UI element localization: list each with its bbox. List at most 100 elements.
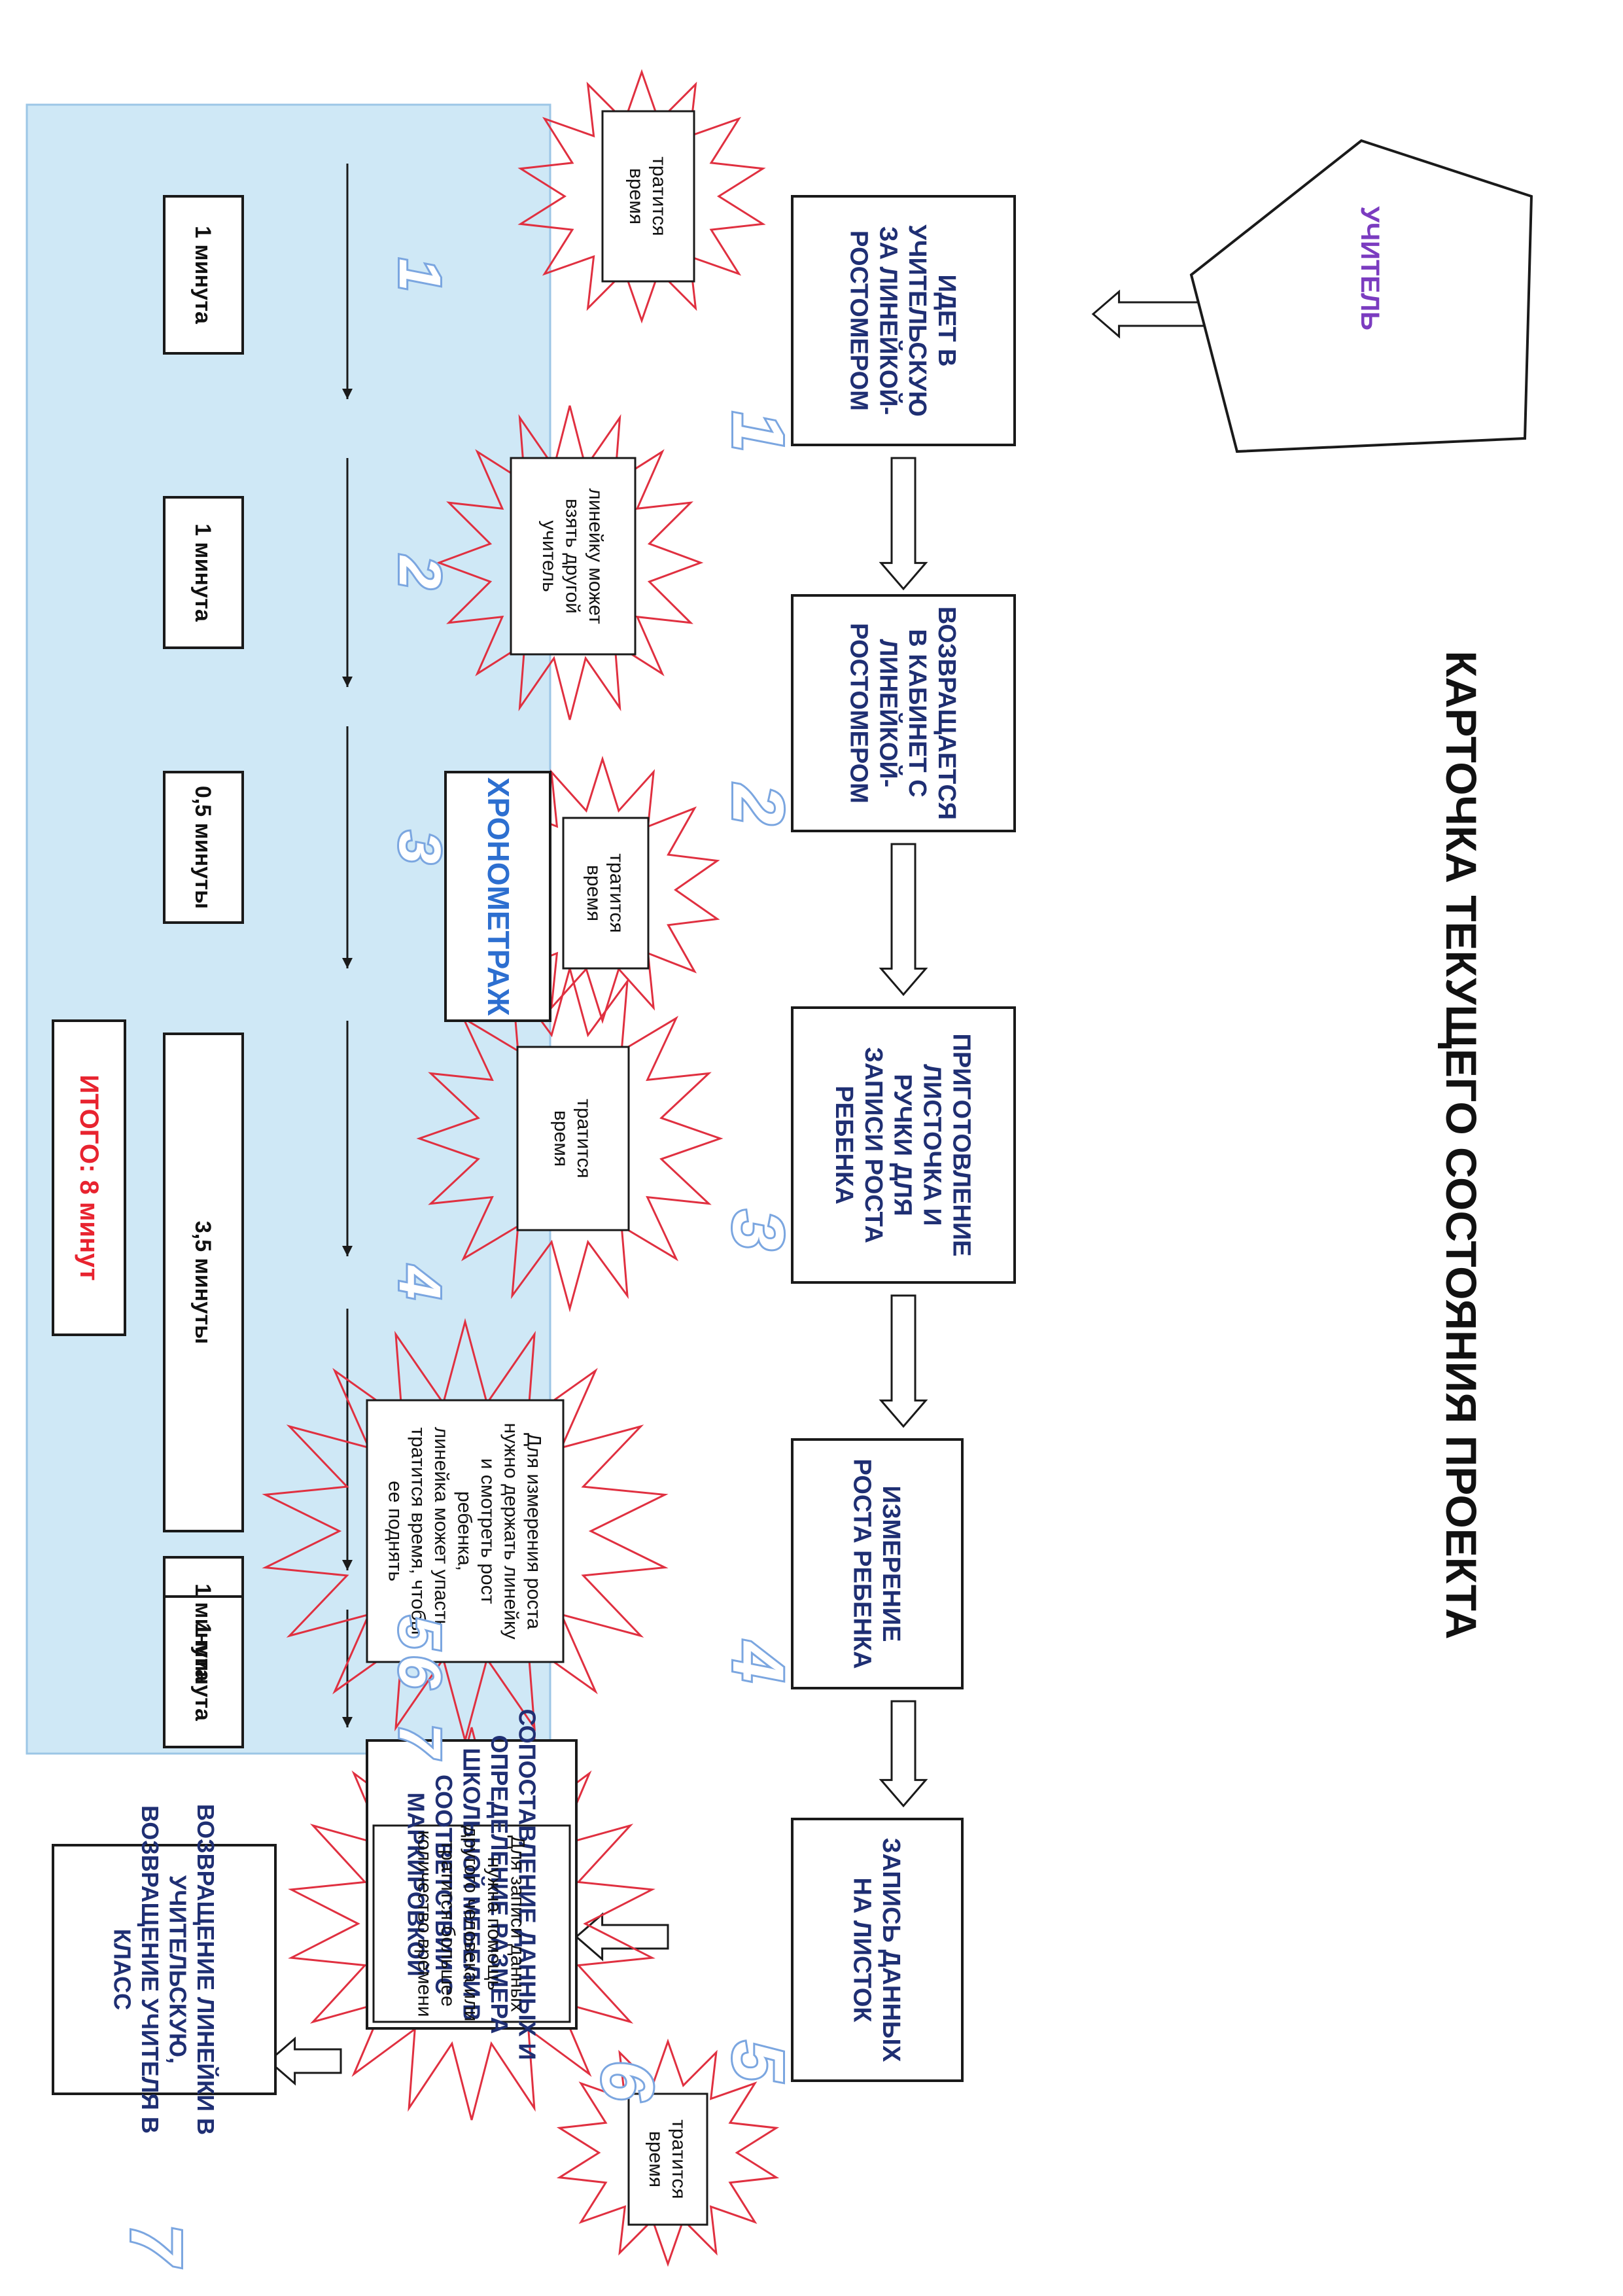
process-step-text-line: РОСТА РЕБЕНКА	[848, 1458, 875, 1669]
duration-box	[163, 195, 244, 355]
process-step-number: 7	[116, 2224, 196, 2267]
process-step-text-line: СООТВЕТСТВИИ С	[430, 1775, 457, 1994]
timeline-arrow-head	[342, 1560, 353, 1570]
process-step-text-line: КЛАСС	[109, 1929, 136, 2010]
flow-arrow-6-7	[267, 2036, 342, 2086]
process-step-number: 5	[718, 2041, 798, 2082]
problem-box	[372, 1824, 571, 2023]
duration-value: 1 минута	[190, 226, 215, 325]
problem-text-line: тратится время, чтобы	[408, 1427, 429, 1634]
problem-text-line: линейка может упасть,	[430, 1427, 452, 1636]
problem-text-line: тратится	[668, 2119, 689, 2199]
process-step-text-line: ЗА ЛИНЕЙКОЙ-	[874, 226, 903, 415]
flow-arrow-1-2	[879, 457, 928, 591]
problem-text-line: тратится	[648, 156, 670, 236]
flow-arrow-3-4	[879, 1294, 928, 1428]
problem-text-line: время	[645, 2131, 667, 2187]
problem-text-line: время	[550, 1110, 572, 1167]
process-step-text-line: ЗАПИСИ РОСТА	[860, 1047, 887, 1243]
total-text: ИТОГО: 8 минут	[75, 1074, 103, 1280]
process-step-text-line: ШКОЛЬНОЙ МЕБЕЛИ В	[458, 1748, 485, 2021]
process-step-box	[791, 195, 1016, 446]
total-box	[52, 1019, 126, 1336]
process-step-box	[791, 1438, 964, 1689]
process-step-box	[791, 594, 1016, 832]
process-step-text-line: РОСТОМЕРОМ	[845, 623, 872, 804]
problem-burst	[517, 69, 766, 324]
duration-box	[163, 771, 244, 924]
problem-box	[516, 1046, 630, 1231]
duration-value: 0,5 минуты	[190, 786, 215, 909]
process-step-number: 2	[718, 783, 798, 824]
timeline-number: 4	[387, 1265, 452, 1299]
process-step-text-line: ЛИНЕЙКОЙ-	[874, 639, 903, 788]
process-step-text-line: НА ЛИСТОК	[848, 1878, 875, 2023]
problem-text-line: Для измерения роста	[523, 1433, 545, 1629]
problem-text-line: ребенка,	[454, 1491, 476, 1571]
process-step-text-line: В КАБИНЕТ С	[903, 629, 931, 797]
duration-box	[163, 1595, 244, 1748]
process-step-box	[52, 1844, 277, 2095]
timeline-number: 7	[387, 1724, 452, 1759]
problem-text-line: другого человека или	[461, 1826, 482, 2021]
timeline-number: 3	[387, 831, 452, 864]
process-step-text-line: МАРКИРОВКОЙ	[402, 1792, 430, 1976]
duration-value: 3,5 минуты	[190, 1221, 215, 1344]
process-step-text-line: ВОЗВРАЩЕНИЕ УЧИТЕЛЯ В	[137, 1805, 164, 2134]
duration-value: 1 минута	[190, 1623, 215, 1722]
process-step-text-line: УЧИТЕЛЬСКУЮ	[903, 224, 931, 417]
problem-text-line: нужна помощь	[483, 1857, 505, 1990]
problem-burst	[436, 405, 704, 720]
timeline-arrow-head	[342, 677, 353, 687]
problem-text-line: учитель	[538, 520, 560, 592]
timeline-arrow-head	[342, 389, 353, 399]
process-step-number: 6	[587, 2060, 667, 2101]
process-step-number: 4	[718, 1640, 798, 1682]
process-step-text-line: ОПРЕДЕЛЕНИЕ РАЗМЕРА	[486, 1735, 513, 2034]
timeline-number: 5	[387, 1616, 452, 1650]
process-step-text-line: РОСТОМЕРОМ	[845, 230, 872, 411]
problem-text-line: нужно держать линейку	[500, 1423, 521, 1640]
process-step-text-line: РУЧКИ ДЛЯ	[889, 1074, 916, 1216]
problem-text-line: Для записи данных	[506, 1835, 528, 2012]
process-step-text-line: ВОЗВРАЩАЕТСЯ	[933, 607, 960, 820]
problem-text-line: тратится	[573, 1099, 595, 1178]
timeline-number: 6	[387, 1655, 452, 1689]
teacher-pentagon	[1189, 139, 1533, 453]
process-step-number: 1	[718, 412, 798, 451]
problem-text-line: количество времени	[414, 1830, 436, 2017]
duration-value: 1 минута	[190, 523, 215, 622]
process-step-box	[791, 1006, 1016, 1284]
timeline-arrow-head	[342, 958, 353, 968]
duration-value: 1 минута	[190, 1583, 215, 1682]
process-step-text-line: ПРИГОТОВЛЕНИЕ	[947, 1034, 975, 1257]
duration-box	[163, 496, 244, 649]
problem-box	[510, 457, 637, 656]
page-title: КАРТОЧКА ТЕКУЩЕГО СОСТОЯНИЯ ПРОЕКТА	[1437, 650, 1486, 1639]
process-step-text-line: СОПОСТАВЛЕНИЕ ДАННЫХ И	[514, 1709, 540, 2060]
problem-text-line: тратится	[606, 853, 627, 933]
teacher-label: УЧИТЕЛЬ	[1355, 206, 1384, 330]
flow-arrow-5-6	[574, 1912, 669, 1962]
duration-box	[163, 1033, 244, 1532]
problem-text-line: и смотреть рост	[477, 1458, 498, 1604]
problem-burst	[556, 2038, 780, 2267]
problem-text-line: ее поднять	[384, 1481, 406, 1581]
problem-text-line: линейку может	[585, 488, 606, 624]
timeline-number: 2	[387, 555, 452, 589]
timeline-number: 1	[387, 258, 452, 291]
process-step-text-line: УЧИТЕЛЬСКУЮ,	[165, 1875, 192, 2064]
teacher-to-step1-arrow	[1091, 289, 1212, 339]
